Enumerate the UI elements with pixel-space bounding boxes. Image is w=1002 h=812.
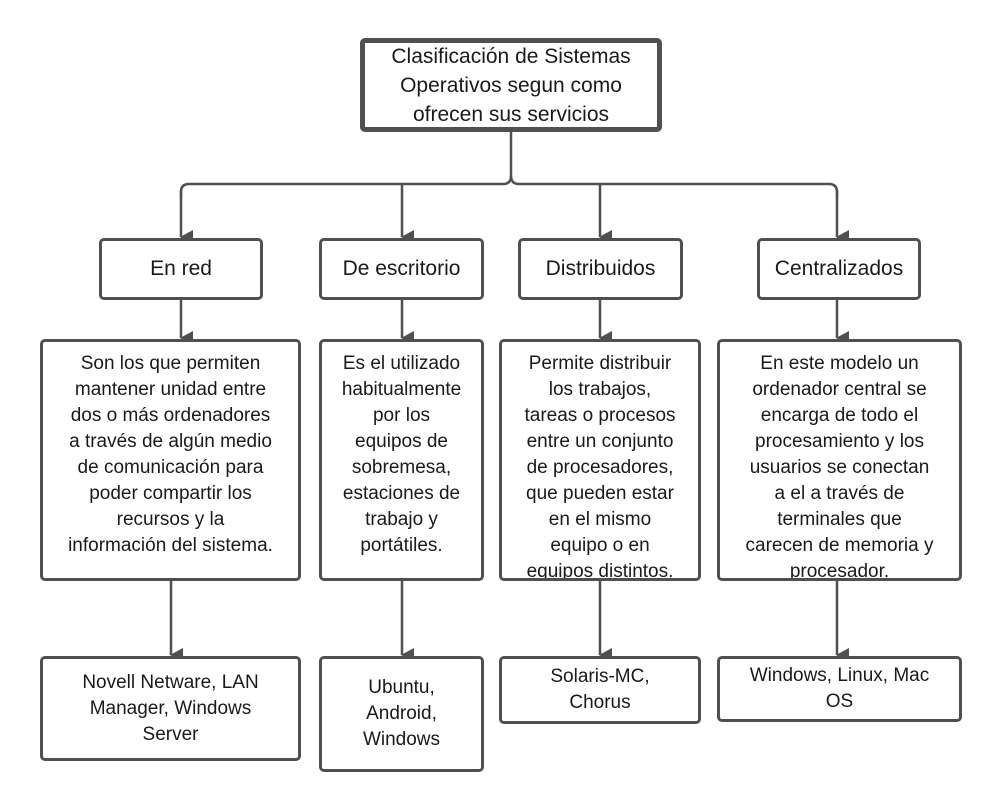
category-centralizados: Centralizados — [757, 238, 921, 300]
examples-centralizados-text: Windows, Linux, Mac OS — [749, 665, 930, 712]
description-en-red: Son los que permiten mantener unidad ent… — [40, 339, 301, 581]
examples-en-red: Novell Netware, LAN Manager, Windows Ser… — [40, 656, 301, 761]
category-de-escritorio: De escritorio — [319, 238, 484, 300]
category-en-red: En red — [99, 238, 263, 300]
examples-de-escritorio: Ubuntu, Android, Windows — [319, 656, 484, 772]
connector-root-trunk — [179, 131, 513, 198]
description-distribuidos-text: Permite distribuir los trabajos, tareas … — [524, 353, 676, 581]
description-distribuidos: Permite distribuir los trabajos, tareas … — [499, 339, 701, 581]
category-centralizados-title: Centralizados — [774, 257, 904, 280]
description-centralizados-text: En este modelo un ordenador central se e… — [745, 353, 934, 581]
examples-en-red-text: Novell Netware, LAN Manager, Windows Ser… — [82, 671, 259, 745]
examples-de-escritorio-text: Ubuntu, Android, Windows — [362, 677, 441, 750]
description-de-escritorio: Es el utilizado habitualmente por los eq… — [319, 339, 484, 581]
examples-centralizados: Windows, Linux, Mac OS — [717, 656, 962, 722]
category-de-escritorio-title: De escritorio — [342, 257, 461, 280]
examples-distribuidos-text: Solaris-MC, Chorus — [550, 666, 650, 713]
connector-root-right — [509, 175, 839, 198]
category-en-red-title: En red — [150, 257, 212, 280]
category-distribuidos: Distribuidos — [518, 238, 683, 300]
category-distribuidos-title: Distribuidos — [545, 257, 656, 280]
root-title: Clasificación de Sistemas Operativos seg… — [391, 44, 631, 126]
description-en-red-text: Son los que permiten mantener unidad ent… — [68, 353, 273, 556]
examples-distribuidos: Solaris-MC, Chorus — [499, 656, 701, 724]
root-node: Clasificación de Sistemas Operativos seg… — [360, 38, 662, 132]
description-centralizados: En este modelo un ordenador central se e… — [717, 339, 962, 581]
description-de-escritorio-text: Es el utilizado habitualmente por los eq… — [341, 353, 462, 556]
